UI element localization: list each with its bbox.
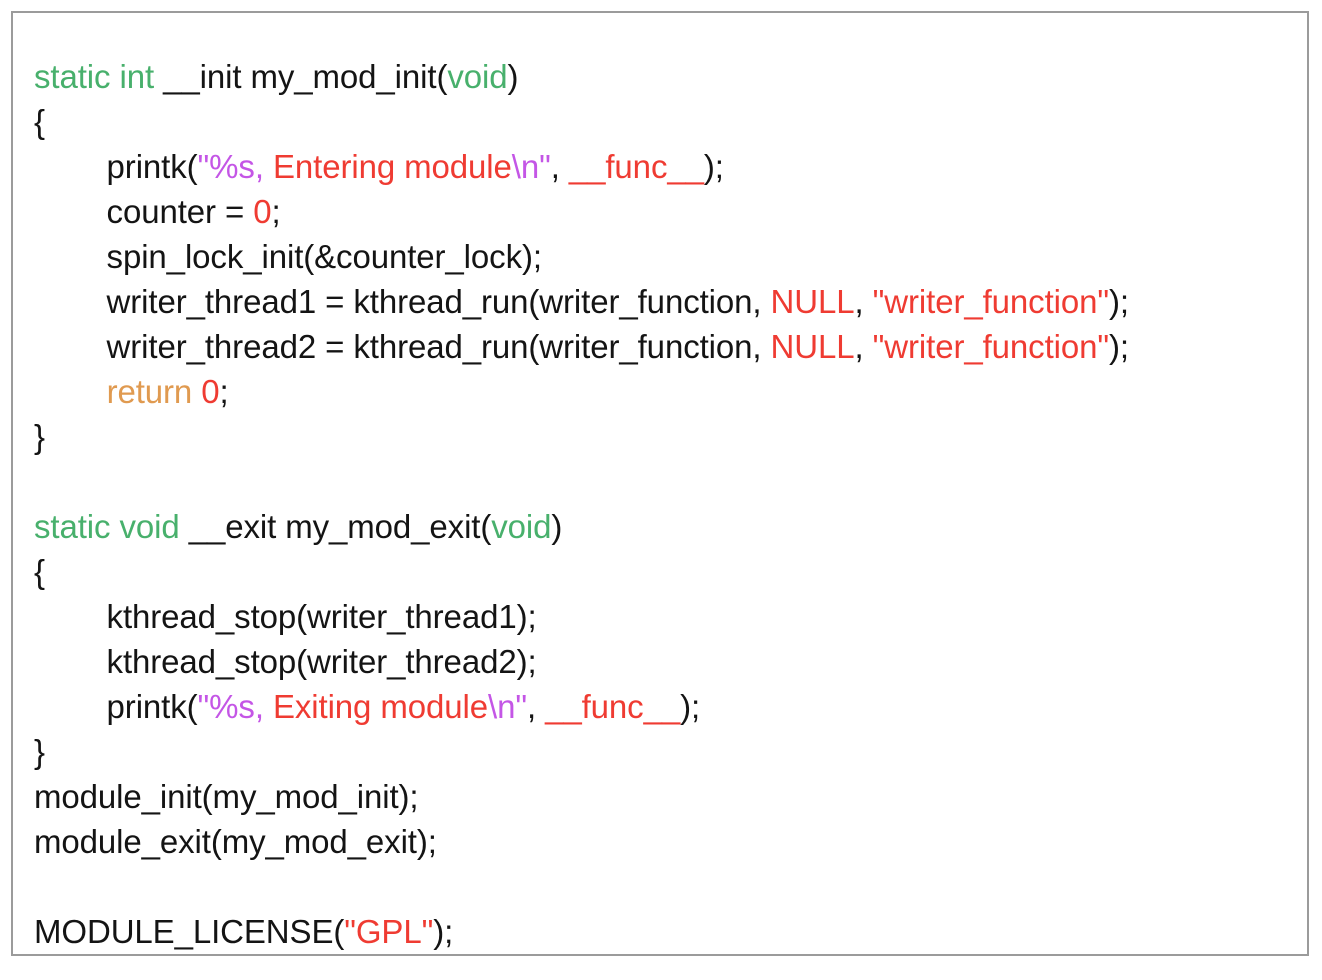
code-token: ; [271, 193, 281, 230]
code-token: "GPL" [344, 913, 434, 950]
code-token: "%s [197, 688, 255, 725]
code-token: counter = [34, 193, 254, 230]
code-line: { [34, 99, 1303, 144]
code-line: return 0; [34, 369, 1303, 414]
code-line: { [34, 549, 1303, 594]
code-line [34, 864, 1303, 909]
code-listing[interactable]: static int __init my_mod_init(void){ pri… [34, 54, 1303, 950]
code-token: , [526, 688, 546, 725]
code-line: printk("%s, Entering module\n", __func__… [34, 144, 1303, 189]
code-token: { [34, 103, 45, 140]
code-token: __init my_mod_init( [163, 58, 448, 95]
code-line: static void __exit my_mod_exit(void) [34, 504, 1303, 549]
code-token: } [34, 733, 45, 770]
code-token [34, 373, 107, 410]
code-block-frame: static int __init my_mod_init(void){ pri… [11, 11, 1309, 956]
code-line: writer_thread2 = kthread_run(writer_func… [34, 324, 1303, 369]
code-token: "writer_function" [872, 283, 1109, 320]
code-token: static int [34, 58, 164, 95]
code-line: } [34, 729, 1303, 774]
code-line: } [34, 414, 1303, 459]
code-token: __exit my_mod_exit( [188, 508, 492, 545]
code-token: ); [433, 913, 454, 950]
code-line: spin_lock_init(&counter_lock); [34, 234, 1303, 279]
code-line: writer_thread1 = kthread_run(writer_func… [34, 279, 1303, 324]
code-token: \n" [511, 148, 551, 185]
code-token: printk( [34, 688, 198, 725]
code-token: MODULE_LICENSE( [34, 913, 345, 950]
code-token: { [34, 553, 45, 590]
code-token: } [34, 418, 45, 455]
code-token: spin_lock_init(&counter_lock); [34, 238, 542, 275]
code-token: "%s [197, 148, 255, 185]
code-line [34, 459, 1303, 504]
code-token: __func__ [568, 148, 704, 185]
code-token: kthread_stop(writer_thread2); [34, 643, 537, 680]
code-line: module_exit(my_mod_exit); [34, 819, 1303, 864]
code-token: NULL [770, 283, 855, 320]
code-token: "writer_function" [872, 328, 1109, 365]
code-token: , [254, 688, 264, 725]
code-token: Exiting module [263, 688, 489, 725]
code-token: ) [551, 508, 563, 545]
code-token: 0 [201, 373, 220, 410]
code-token: , [254, 148, 264, 185]
code-token: ; [219, 373, 229, 410]
code-token: \n" [488, 688, 527, 725]
code-token: , [550, 148, 569, 185]
code-token: module_exit(my_mod_exit); [34, 823, 437, 860]
code-token: void [447, 58, 508, 95]
code-line: kthread_stop(writer_thread2); [34, 639, 1303, 684]
code-token: module_init(my_mod_init); [34, 778, 419, 815]
code-token: ); [1109, 328, 1129, 365]
code-token: , [854, 283, 873, 320]
code-token: kthread_stop(writer_thread1); [34, 598, 537, 635]
code-token: static void [34, 508, 189, 545]
code-line: static int __init my_mod_init(void) [34, 54, 1303, 99]
code-token: 0 [253, 193, 272, 230]
code-token: Entering module [263, 148, 512, 185]
code-token: __func__ [545, 688, 681, 725]
code-line: MODULE_LICENSE("GPL"); [34, 909, 1303, 954]
code-token: printk( [34, 148, 198, 185]
code-token: void [491, 508, 552, 545]
code-line: counter = 0; [34, 189, 1303, 234]
code-line: printk("%s, Exiting module\n", __func__)… [34, 684, 1303, 729]
code-token: ); [680, 688, 701, 725]
code-token: writer_thread2 = kthread_run(writer_func… [34, 328, 771, 365]
code-token: ) [507, 58, 519, 95]
code-token: , [854, 328, 873, 365]
code-token: return [106, 373, 202, 410]
code-line: module_init(my_mod_init); [34, 774, 1303, 819]
code-token: ); [703, 148, 724, 185]
code-token: ); [1109, 283, 1129, 320]
code-line: kthread_stop(writer_thread1); [34, 594, 1303, 639]
code-token: NULL [770, 328, 855, 365]
code-token: writer_thread1 = kthread_run(writer_func… [34, 283, 771, 320]
